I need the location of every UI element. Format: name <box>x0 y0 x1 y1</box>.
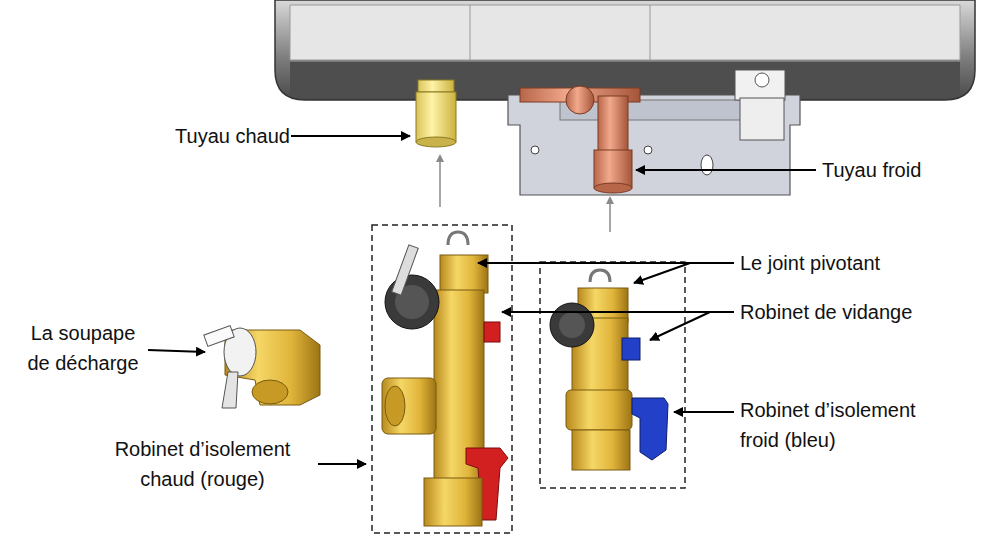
part-label: Tuyau chaud <box>130 121 290 151</box>
part-label: Tuyau froid <box>822 155 987 185</box>
part-label: Robinet de vidange <box>740 297 980 327</box>
part-label: Robinet d’isolement chaud (rouge) <box>95 434 310 494</box>
part-label: Robinet d’isolement froid (bleu) <box>740 395 955 455</box>
part-label: La soupape de décharge <box>18 318 148 378</box>
part-label: Le joint pivotant <box>740 248 960 278</box>
